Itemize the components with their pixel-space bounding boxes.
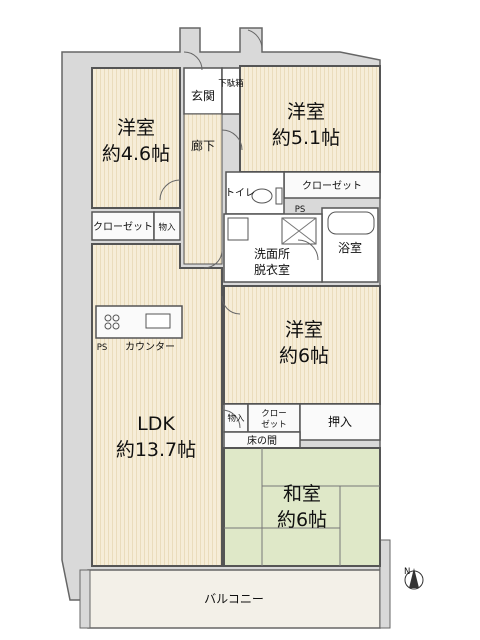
label-shoe-box: 下駄箱 (218, 78, 244, 89)
room-western-ne (239, 65, 381, 199)
closet-nw (91, 211, 181, 241)
entrance-area (183, 67, 241, 115)
room-size-japanese: 約6帖 (277, 509, 327, 531)
label-bathroom: 浴室 (338, 240, 362, 255)
room-size-ldk: 約13.7帖 (116, 439, 196, 461)
room-size-western-nw: 約4.6帖 (102, 143, 170, 165)
room-size-western-mid: 約6帖 (279, 345, 329, 367)
room-name-western-mid: 洋室 (285, 319, 323, 341)
room-name-western-ne: 洋室 (287, 101, 325, 123)
label-oshiire: 押入 (328, 415, 352, 429)
label-closet-ne: クローゼット (302, 180, 362, 192)
label-tokonoma: 床の間 (247, 434, 277, 447)
label-closet-nw: クローゼット (93, 221, 153, 233)
room-name-western-nw: 洋室 (117, 117, 155, 139)
storage-row (223, 403, 381, 449)
label-storage-nw: 物入 (158, 222, 176, 233)
label-washroom-1: 洗面所 (254, 247, 290, 261)
label-washroom-2: 脱衣室 (254, 262, 290, 277)
balcony-area (79, 539, 391, 629)
north-label: N (404, 567, 410, 577)
label-closet-mid-1: クロー (261, 409, 287, 419)
label-storage-mid: 物入 (227, 413, 245, 424)
room-western-nw (91, 67, 181, 209)
washroom (223, 213, 323, 283)
room-ldk (91, 243, 223, 567)
toilet-room (225, 171, 285, 215)
label-hallway: 廊下 (191, 138, 215, 153)
hallway (183, 113, 223, 265)
label-ps-lower: PS (97, 343, 108, 353)
label-ps-upper: PS (295, 205, 306, 215)
room-name-ldk: LDK (137, 413, 175, 435)
label-counter: カウンター (125, 341, 175, 353)
label-entrance: 玄関 (191, 88, 215, 103)
room-western-mid (223, 285, 381, 405)
north-arrow-icon: N (404, 567, 424, 590)
room-size-western-ne: 約5.1帖 (272, 127, 340, 149)
label-closet-mid-2: ゼット (261, 419, 287, 430)
label-toilet: トイレ (225, 188, 255, 199)
room-name-japanese: 和室 (283, 483, 321, 505)
door-swings (159, 29, 319, 429)
bathroom (321, 207, 379, 283)
label-balcony: バルコニー (204, 592, 264, 606)
room-japanese (223, 447, 381, 567)
